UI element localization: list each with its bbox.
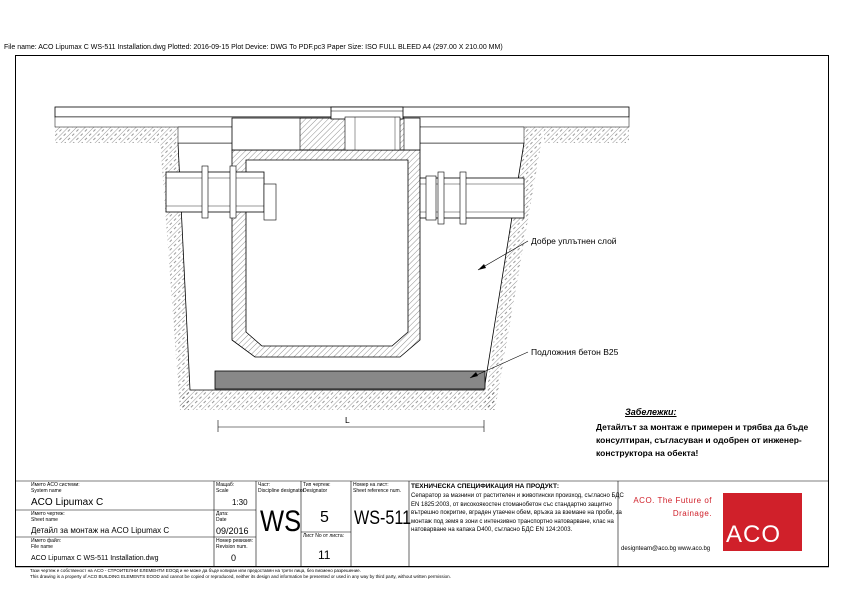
number-label: Номер на лист: [353,482,389,488]
soil-right-top [544,127,629,143]
revision-label: Номер ревизия: [216,538,253,544]
part-label-en: Discipline designator [258,488,305,494]
scale-value: 1:30 [232,498,248,507]
type-label-en: Designator [303,488,328,494]
brand-slogan-line2: Drainage. [672,509,712,518]
file-label-en: File name [31,544,53,550]
date-label: Дата: [216,511,229,517]
plot-header: File name: ACO Lipumax C WS-511 Installa… [4,44,503,51]
spec-title: ТЕХНИЧЕСКА СПЕЦИФИКАЦИЯ НА ПРОДУКТ: [411,483,559,490]
number-label-en: Sheet reference num. [353,488,402,494]
sheetno-value: 11 [318,548,331,562]
outlet-pipe [419,177,525,219]
date-value: 09/2016 [216,526,249,536]
sheet-value: Детайл за монтаж на ACO Lipumax C [31,526,170,535]
soil-left-top [55,127,159,143]
soil-right-slope [484,127,544,410]
brand-slogan-line1: ACO. The Future of [633,496,712,505]
file-label: Името файл: [31,538,62,544]
label-concrete-base: Подложния бетон В25 [531,347,619,357]
date-label-en: Date [216,517,227,523]
system-label: Името ACO системи: [31,482,80,488]
revision-value: 0 [231,553,237,563]
footer-line-2: This drawing is a property of ACO BUILDI… [30,574,451,579]
leader-concrete [469,351,529,379]
separator-interior [245,159,409,347]
sheet-label-en: Sheet name [31,517,58,523]
sheetno-label: Лист No от листа: [303,533,344,539]
aco-logo-text: ACO [726,521,782,548]
spec-text: Сепаратор за мазнини от растителен и жив… [411,493,624,534]
scale-label: Мащаб: [216,482,235,488]
drawing-frame [15,55,829,567]
dimension-label: L [345,415,350,425]
type-label: Тип чертеж: [303,482,331,488]
concrete-base [214,370,486,390]
type-value: 5 [320,509,329,526]
aco-logo: ACO [723,493,802,551]
sheet-label: Името чертеж: [31,511,65,517]
inlet-pipe [165,171,265,213]
number-value: WS-511 [354,508,412,529]
part-value: WS [260,505,302,538]
notes-title: Забележки: [625,407,677,417]
brand-slogan: ACO. The Future of Drainage. [612,494,712,520]
contact-links[interactable]: designteam@aco.bg www.aco.bg [621,546,711,552]
leader-fill [477,240,529,271]
label-compacted-layer: Добре уплътнен слой [531,236,617,246]
revision-label-en: Revision num. [216,544,248,550]
scale-label-en: Scale [216,488,229,494]
soil-bottom [180,390,495,410]
system-label-en: System name [31,488,62,494]
part-label: Част: [258,482,271,488]
footer-line-1: Тази чертеж е собственост на ACO - СТРОИ… [30,568,361,573]
notes-text: Детайлът за монтаж е примерен и трябва д… [596,422,809,458]
file-value: ACO Lipumax C WS-511 Installation.dwg [31,555,159,562]
system-value: ACO Lipumax C [31,497,104,508]
title-block-grid [15,480,829,568]
